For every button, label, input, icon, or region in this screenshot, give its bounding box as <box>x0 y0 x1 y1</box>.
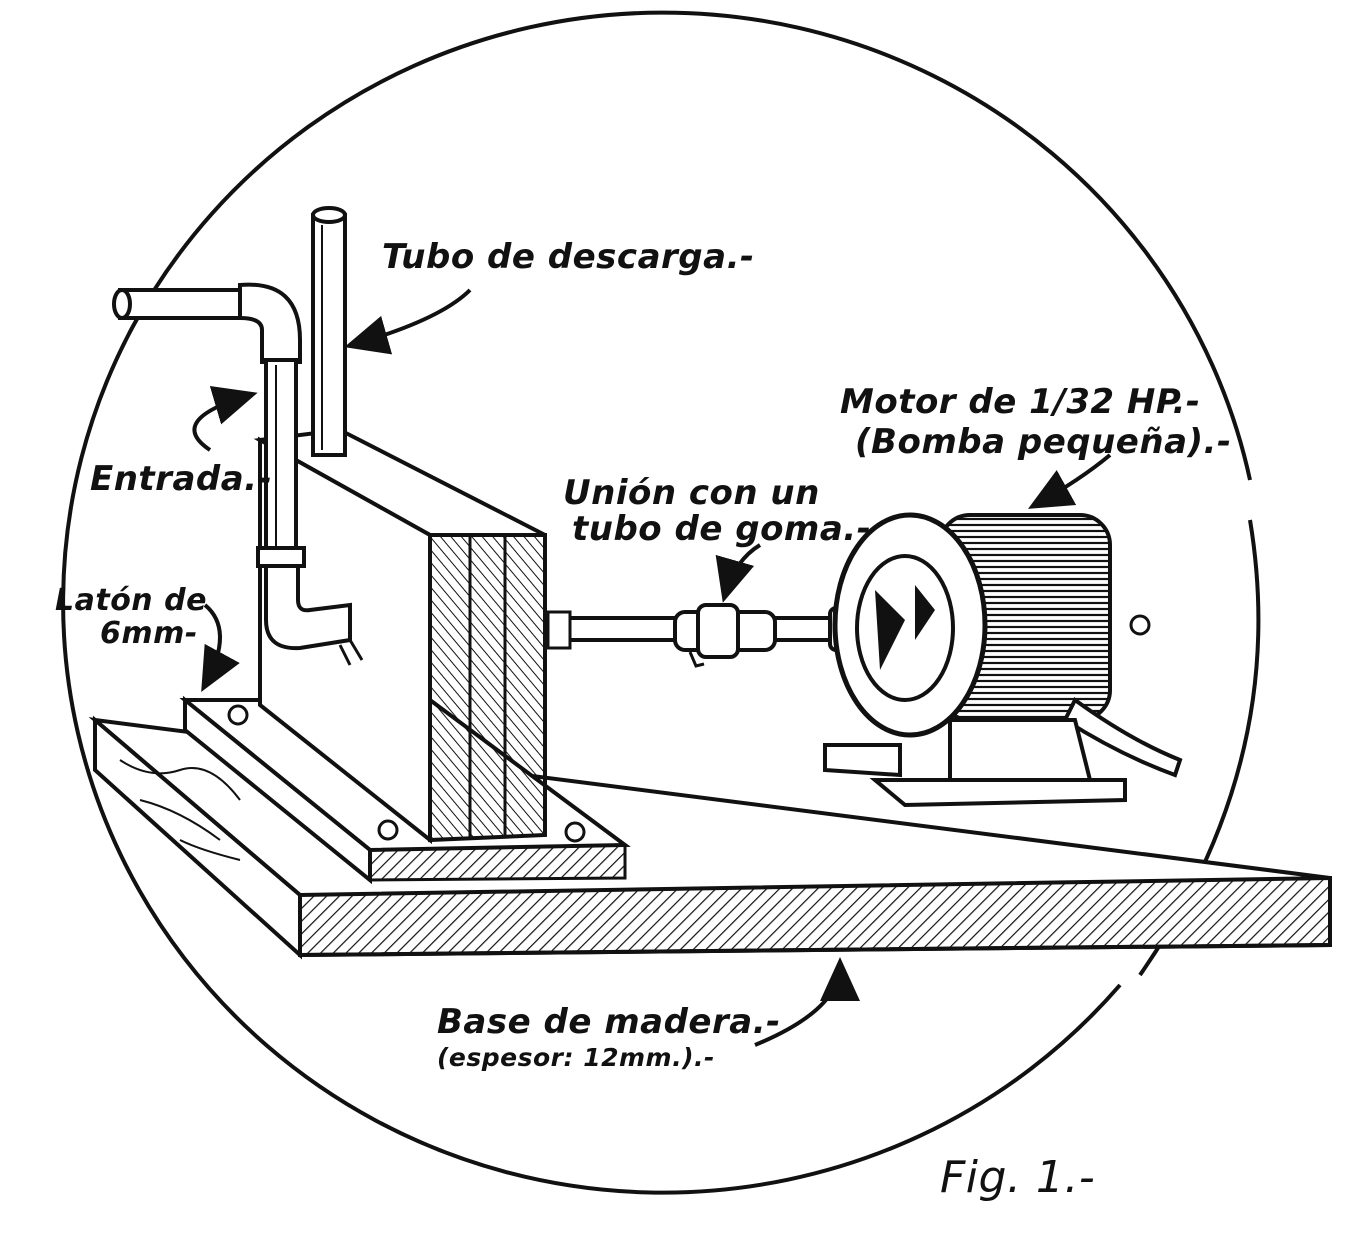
arrow-motor <box>1028 453 1112 509</box>
label-inlet: Entrada.- <box>90 459 273 499</box>
figure-caption: Fig. 1.- <box>940 1152 1096 1203</box>
label-discharge-tube: Tubo de descarga.- <box>382 237 755 277</box>
label-brass-line1: Latón de <box>55 583 207 618</box>
circle-frame <box>61 10 1252 1195</box>
label-union-line1: Unión con un <box>563 473 820 513</box>
arrow-union <box>715 543 762 603</box>
discharge-tube <box>311 206 347 457</box>
motor <box>823 512 1183 808</box>
label-union-line2: tubo de goma.- <box>572 509 872 549</box>
leader-arrows <box>192 288 1112 1047</box>
arrow-brass <box>201 603 240 693</box>
arrow-inlet <box>192 385 258 452</box>
label-base-line1: Base de madera.- <box>437 1002 781 1042</box>
label-motor-line2: (Bomba pequeña).- <box>855 422 1232 462</box>
arrow-base <box>754 957 860 1047</box>
label-brass-line2: 6mm- <box>100 616 198 651</box>
label-motor-line1: Motor de 1/32 HP.- <box>840 382 1201 422</box>
label-base-line2: (espesor: 12mm.).- <box>437 1043 715 1072</box>
arrow-discharge <box>344 288 472 355</box>
inlet-pipe <box>112 282 364 666</box>
shaft-coupling <box>543 603 867 668</box>
